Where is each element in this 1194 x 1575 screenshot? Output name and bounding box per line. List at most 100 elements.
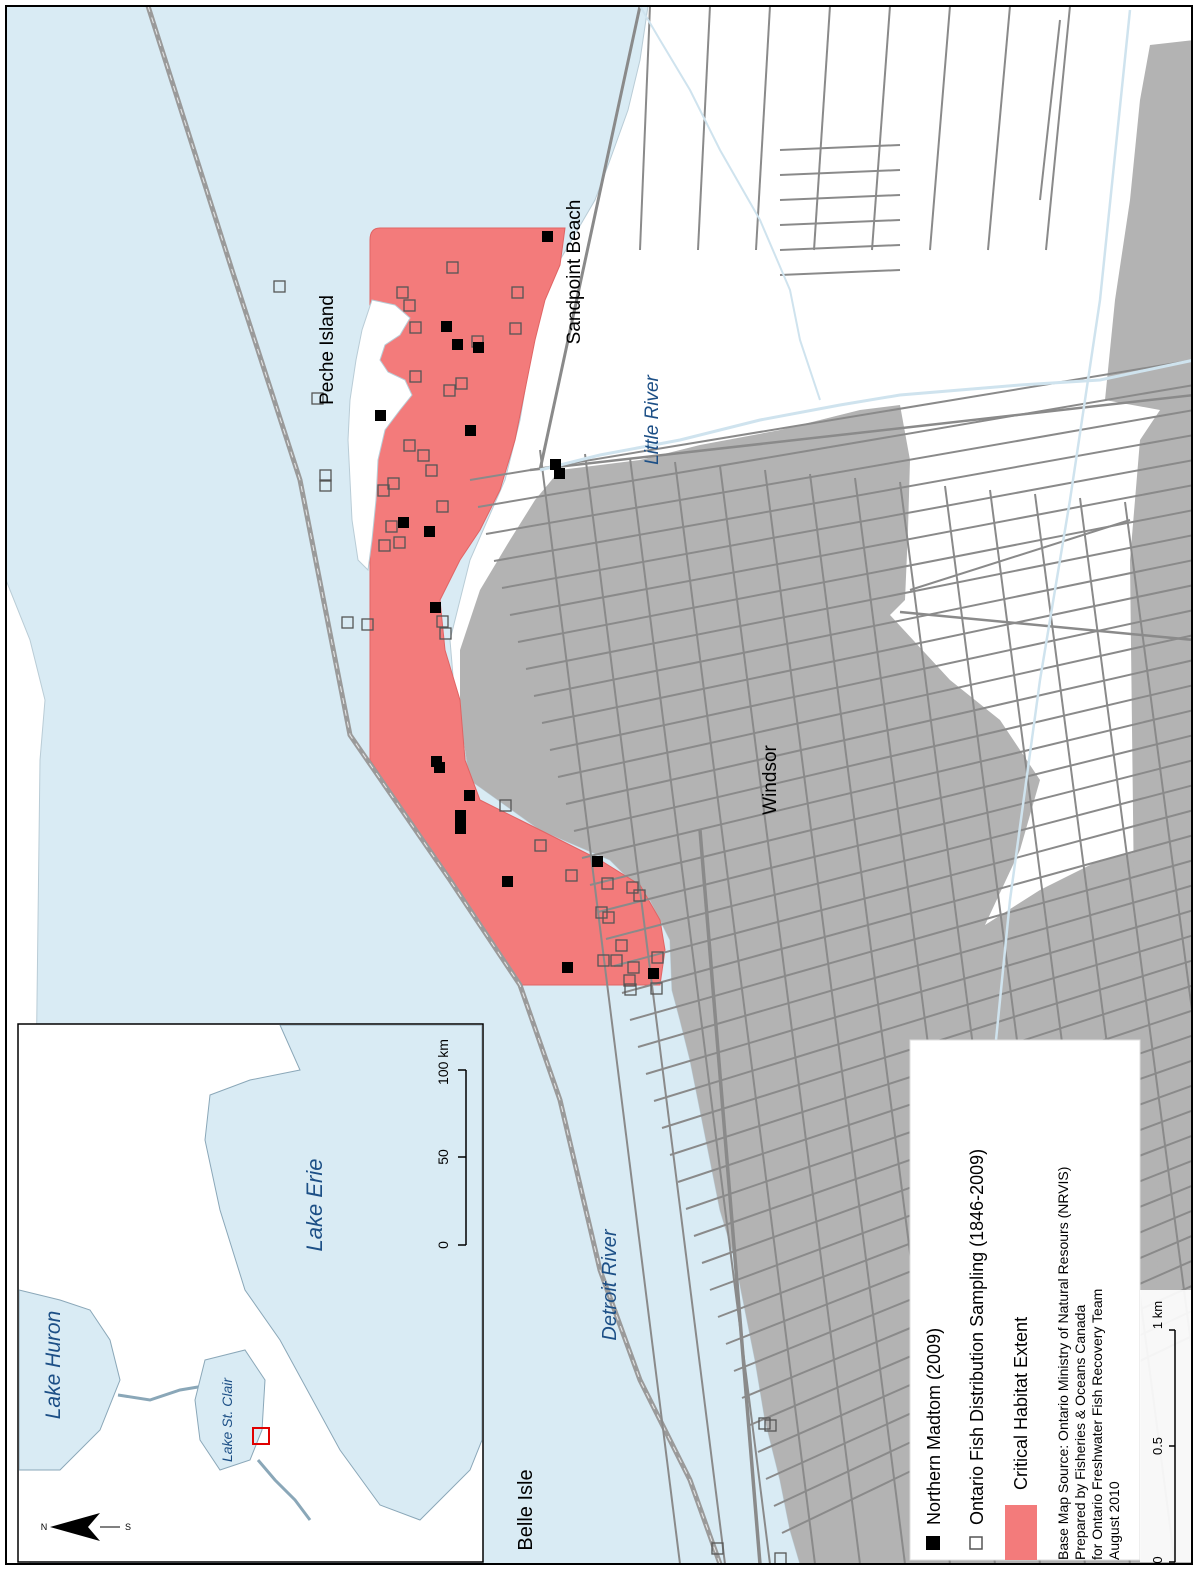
legend: Northern Madtom (2009) Ontario Fish Dist…	[909, 1039, 1141, 1561]
madtom-record	[455, 817, 466, 828]
madtom-record	[502, 876, 513, 887]
sampling-record	[361, 618, 374, 631]
inset-scale-tick-50: 50	[435, 1149, 451, 1165]
sampling-record	[624, 983, 637, 996]
legend-habitat-swatch	[1005, 1505, 1037, 1560]
sampling-record	[409, 321, 422, 334]
sampling-record	[311, 392, 324, 405]
madtom-record	[465, 425, 476, 436]
creek-east	[988, 9, 1132, 1101]
inset-scale-bar: 0 50 100 km	[435, 1039, 467, 1249]
sampling-record	[499, 799, 512, 812]
sampling-record	[443, 384, 456, 397]
inset-scale-tick-100: 100 km	[435, 1039, 451, 1085]
sampling-record	[436, 500, 449, 513]
sampling-record	[711, 1542, 724, 1555]
madtom-record	[473, 342, 484, 353]
madtom-record	[424, 526, 435, 537]
sampling-record	[633, 889, 646, 902]
madtom-record	[434, 762, 445, 773]
madtom-record	[455, 810, 466, 821]
sampling-record	[403, 439, 416, 452]
madtom-record	[648, 968, 659, 979]
madtom-record	[455, 823, 466, 834]
madtom-record	[542, 231, 553, 242]
sampling-record	[319, 479, 332, 492]
belle-isle-label: Belle Isle	[515, 1469, 537, 1550]
legend-item-habitat: Critical Habitat Extent	[1011, 1317, 1031, 1490]
north-label: N	[41, 1522, 48, 1532]
detroit-river-label: Detroit River	[599, 1228, 621, 1340]
sampling-record	[534, 839, 547, 852]
legend-sampling-swatch	[969, 1536, 983, 1550]
south-label: S	[125, 1522, 131, 1532]
madtom-record	[441, 321, 452, 332]
madtom-record	[562, 962, 573, 973]
study-area-box	[252, 1427, 270, 1445]
sampling-record	[378, 539, 391, 552]
lake-st-clair-label: Lake St. Clair	[219, 1377, 235, 1462]
legend-madtom-swatch	[926, 1536, 940, 1550]
madtom-record	[464, 790, 475, 801]
map-border	[5, 5, 1193, 1565]
sampling-record	[319, 469, 332, 482]
peche-island-label: Peche Island	[317, 295, 338, 405]
sampling-record	[393, 536, 406, 549]
sampling-record	[425, 464, 438, 477]
lake-erie-water	[204, 1025, 482, 1521]
sampling-record	[774, 1552, 787, 1564]
windsor-label: Windsor	[760, 744, 781, 814]
sampling-record	[597, 954, 610, 967]
madtom-record	[398, 517, 409, 528]
legend-credit-1: Base Map Source: Ontario Ministry of Nat…	[1055, 1167, 1071, 1560]
sampling-record	[509, 322, 522, 335]
madtom-record	[550, 459, 561, 470]
sampling-record	[436, 615, 449, 628]
sandpoint-beach-label: Sandpoint Beach	[564, 200, 585, 345]
lake-st-clair-water	[194, 1349, 266, 1471]
sampling-record	[615, 939, 628, 952]
scale-tick-1km: 1 km	[1150, 1301, 1165, 1329]
legend-credit-4: August 2010	[1106, 1481, 1122, 1560]
legend-item-madtom: Northern Madtom (2009)	[924, 1328, 944, 1525]
sampling-record	[403, 299, 416, 312]
legend-item-sampling: Ontario Fish Distribution Sampling (1846…	[967, 1149, 987, 1525]
legend-credit-2: Prepared by Fisheries & Oceans Canada	[1072, 1305, 1088, 1560]
little-river-branch	[639, 6, 821, 401]
inset-map: Lake Huron Lake Erie Lake St. Clair 0 50…	[17, 1023, 484, 1563]
sampling-record	[601, 877, 614, 890]
scale-tick-0: 0	[1150, 1556, 1165, 1563]
sampling-record	[455, 377, 468, 390]
sampling-record	[377, 484, 390, 497]
scale-tick-half: 0.5	[1150, 1437, 1165, 1455]
sampling-record	[650, 982, 663, 995]
sampling-record	[565, 869, 578, 882]
madtom-record	[592, 856, 603, 867]
little-river-label: Little River	[642, 374, 663, 464]
inset-scale-tick-0: 0	[435, 1241, 451, 1249]
legend-credit-3: for Ontario Freshwater Fish Recovery Tea…	[1089, 1289, 1105, 1560]
sampling-record	[511, 286, 524, 299]
detroit-river-inset	[256, 1459, 312, 1521]
sampling-record	[446, 261, 459, 274]
scale-bar: 0 0.5 1 km	[1140, 1290, 1192, 1564]
lake-erie-label: Lake Erie	[302, 1159, 327, 1252]
sampling-record	[627, 961, 640, 974]
lake-huron-label: Lake Huron	[42, 1311, 65, 1420]
sampling-record	[417, 449, 430, 462]
sampling-record	[396, 286, 409, 299]
peche-island	[347, 299, 413, 572]
sampling-record	[385, 520, 398, 533]
madtom-record	[430, 602, 441, 613]
north-arrow-icon: N S	[41, 1513, 131, 1541]
sampling-record	[651, 951, 664, 964]
lake-huron-water	[19, 1289, 121, 1471]
madtom-record	[431, 756, 442, 767]
sampling-record	[764, 1419, 777, 1432]
madtom-record	[375, 410, 386, 421]
sampling-record	[387, 477, 400, 490]
st-clair-river	[117, 1383, 211, 1402]
sampling-record	[341, 616, 354, 629]
